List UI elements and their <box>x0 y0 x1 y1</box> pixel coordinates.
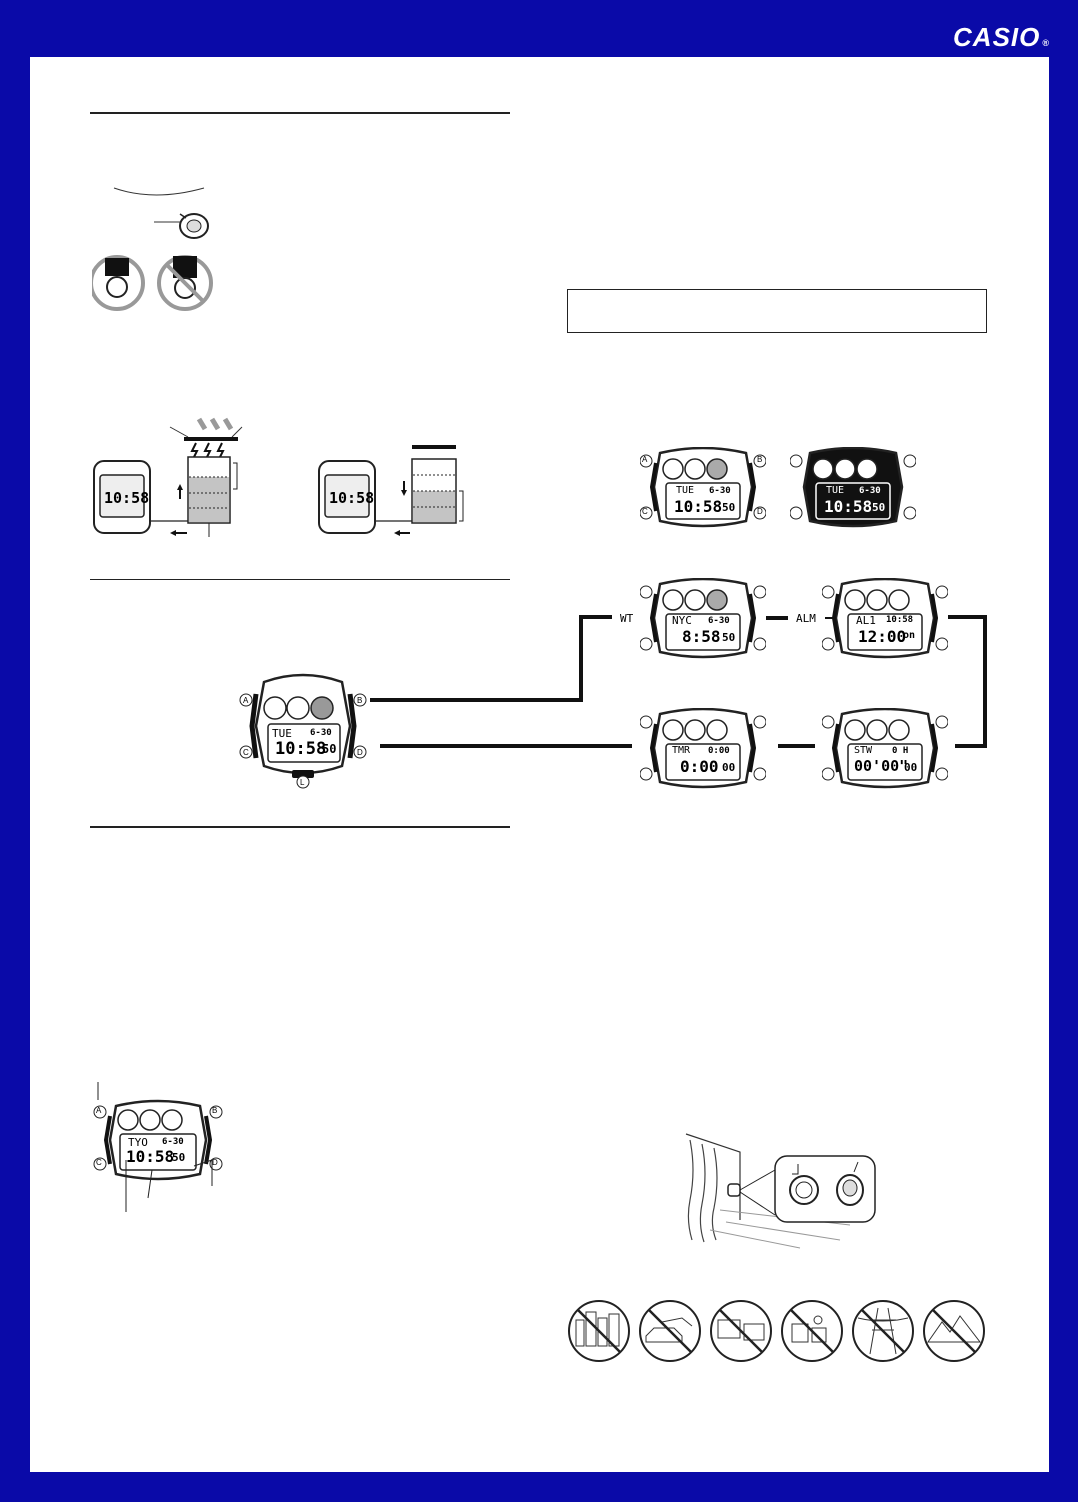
prohibited-locations <box>568 1300 985 1362</box>
watch-display-2 <box>318 460 376 534</box>
main-day: TUE <box>272 727 292 740</box>
stw-label: STW <box>854 745 873 756</box>
main-sec: 50 <box>322 742 337 756</box>
crown-illustration <box>92 187 213 311</box>
sample-city: TYO <box>128 1136 148 1149</box>
w1-day: TUE <box>676 485 695 496</box>
alm-suffix: on <box>903 630 916 641</box>
main-btn-d: D <box>357 748 363 757</box>
w2-date: 6-30 <box>859 486 881 496</box>
stw-time: 00'00" <box>854 757 909 775</box>
watch-main <box>239 673 367 789</box>
main-btn-c: C <box>243 748 249 757</box>
note-box <box>567 289 987 333</box>
wt-tag: WT <box>620 612 634 625</box>
alm-small: 10:58 <box>886 615 914 625</box>
sample-btn-a: A <box>96 1106 102 1115</box>
w2-sec: 50 <box>872 501 886 514</box>
main-btn-a: A <box>243 696 249 705</box>
sample-btn-b: B <box>212 1106 218 1115</box>
watch-sample-labeled <box>93 1082 223 1212</box>
brand-logo: CASIO® <box>953 22 1050 52</box>
stw-sec: 00 <box>904 761 918 774</box>
w2-day: TUE <box>826 485 845 496</box>
btn-b-1: B <box>757 455 763 464</box>
section-rule-3 <box>90 826 510 828</box>
alm-time: 12:00 <box>858 627 907 646</box>
w1-date: 6-30 <box>709 486 731 496</box>
watch-dark-display <box>790 447 916 528</box>
mountain-icon <box>923 1300 985 1362</box>
watch-stopwatch <box>822 708 948 789</box>
tmr-sec: 00 <box>722 761 736 774</box>
watch-world-time <box>640 578 766 659</box>
wt-date: 6-30 <box>708 616 730 626</box>
tmr-time: 0:00 <box>680 757 719 776</box>
watch-timer <box>640 708 766 789</box>
main-btn-l: L <box>300 778 305 787</box>
sample-time: 10:58 <box>126 1147 175 1166</box>
w1-sec: 50 <box>722 501 736 514</box>
sample-btn-c: C <box>96 1158 102 1167</box>
wt-city: NYC <box>672 614 692 627</box>
stw-small: 0 H <box>892 746 909 756</box>
window-light-illustration <box>685 1133 876 1249</box>
watch-display-1 <box>93 460 151 534</box>
wt-time: 8:58 <box>682 627 721 646</box>
watch-crown-icon <box>179 213 209 239</box>
sample-btn-d: D <box>212 1158 218 1167</box>
btn-c-1: C <box>642 507 648 516</box>
demo-time-1: 10:58 <box>104 489 150 507</box>
wt-sec: 50 <box>722 631 736 644</box>
alm-label: AL1 <box>856 614 876 627</box>
finger-correct-icon <box>92 255 145 311</box>
section-rule-1 <box>90 112 510 114</box>
tmr-small: 0:00 <box>708 746 730 756</box>
finger-wrong-icon <box>157 255 213 311</box>
sample-sec: 50 <box>172 1151 186 1164</box>
solar-charge-diagram <box>93 417 464 537</box>
factory-icon <box>781 1300 843 1362</box>
tmr-label: TMR <box>672 745 691 756</box>
main-btn-b: B <box>357 696 363 705</box>
section-rule-2 <box>90 579 510 580</box>
main-time: 10:58 <box>275 739 327 759</box>
main-date: 6-30 <box>310 728 332 738</box>
watch-alarm <box>822 578 948 659</box>
computer-icon <box>710 1300 772 1362</box>
btn-d-1: D <box>757 507 763 516</box>
car-icon <box>639 1300 701 1362</box>
sample-date: 6-30 <box>162 1137 184 1147</box>
solar-panel-icon <box>169 417 243 460</box>
w1-time: 10:58 <box>674 497 723 516</box>
w2-time: 10:58 <box>824 497 873 516</box>
demo-time-2: 10:58 <box>329 489 375 507</box>
btn-a-1: A <box>642 455 648 464</box>
alm-tag: ALM <box>796 612 816 625</box>
building-icon <box>568 1300 630 1362</box>
watch-normal-display <box>640 447 766 528</box>
power-line-icon <box>852 1300 914 1362</box>
